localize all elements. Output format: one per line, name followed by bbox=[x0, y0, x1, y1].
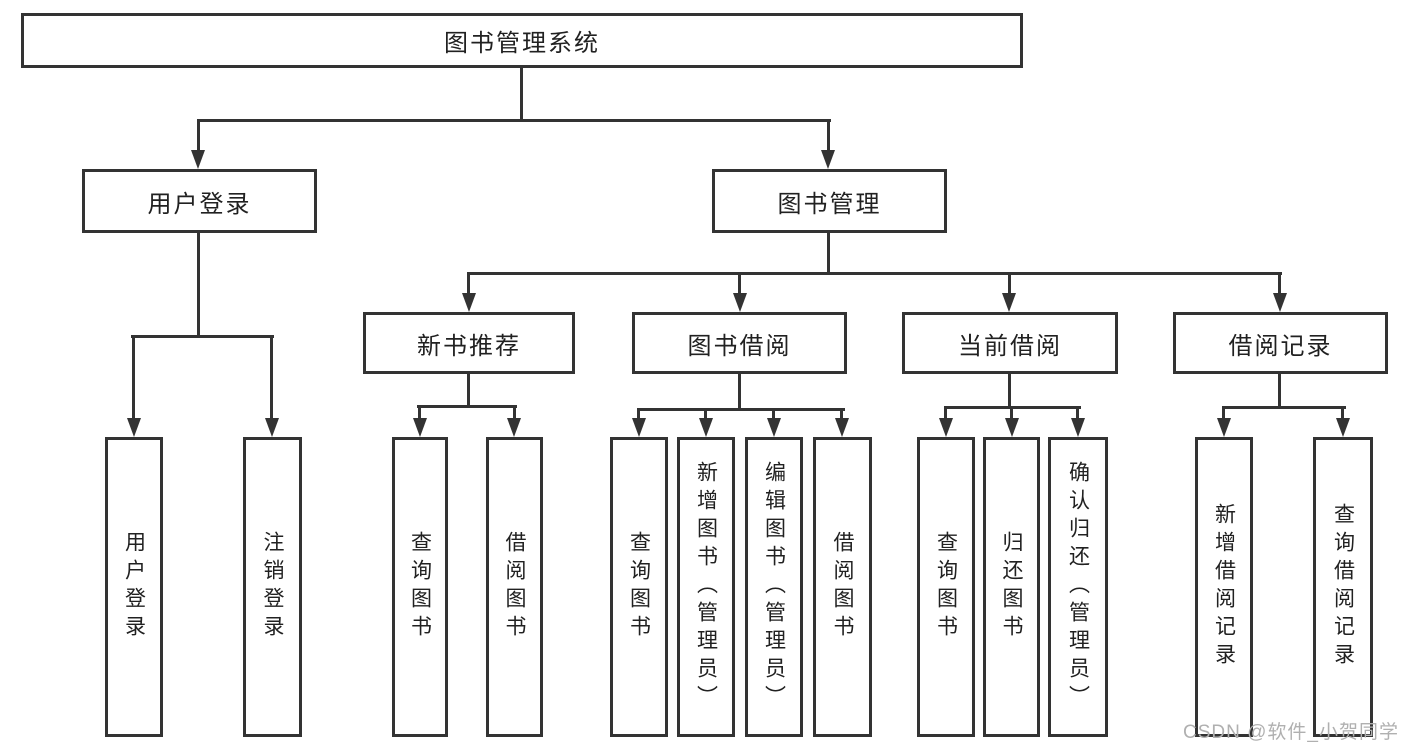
connector-vline bbox=[467, 272, 470, 297]
arrowhead-down-icon bbox=[767, 418, 781, 437]
arrowhead-down-icon bbox=[1336, 418, 1350, 437]
connector-hline bbox=[1222, 406, 1346, 409]
connector-hline bbox=[197, 119, 831, 122]
leaf-records-query-record-label: 查询借阅记录 bbox=[1331, 503, 1355, 671]
connector-vline bbox=[197, 231, 200, 338]
node-book-borrow: 图书借阅 bbox=[632, 312, 847, 374]
node-user-login-label: 用户登录 bbox=[147, 190, 252, 218]
leaf-logout: 注销登录 bbox=[243, 437, 302, 737]
connector-vline bbox=[827, 119, 830, 153]
arrowhead-down-icon bbox=[191, 150, 205, 169]
connector-vline bbox=[418, 405, 421, 421]
node-book-management: 图书管理 bbox=[712, 169, 947, 233]
leaf-records-add-record-label: 新增借阅记录 bbox=[1212, 503, 1236, 671]
connector-vline bbox=[1076, 406, 1079, 421]
arrowhead-down-icon bbox=[632, 418, 646, 437]
leaf-borrow-edit-book-admin: 编辑图书（管理员） bbox=[745, 437, 803, 737]
node-current-borrow-label: 当前借阅 bbox=[958, 332, 1062, 360]
arrowhead-down-icon bbox=[265, 418, 279, 437]
leaf-borrow-borrow-book-label: 借阅图书 bbox=[831, 531, 854, 643]
leaf-records-query-record: 查询借阅记录 bbox=[1313, 437, 1373, 737]
connector-vline bbox=[704, 408, 707, 421]
connector-vline bbox=[944, 406, 947, 421]
arrowhead-down-icon bbox=[939, 418, 953, 437]
leaf-recommend-borrow-book-label: 借阅图书 bbox=[503, 531, 526, 643]
node-new-book-recommend-label: 新书推荐 bbox=[417, 332, 521, 360]
leaf-user-login: 用户登录 bbox=[105, 437, 163, 737]
arrowhead-down-icon bbox=[821, 150, 835, 169]
leaf-borrow-query-book-label: 查询图书 bbox=[627, 531, 651, 643]
leaf-current-return-book-label: 归还图书 bbox=[1000, 531, 1023, 643]
connector-vline bbox=[1008, 272, 1011, 297]
node-borrow-records: 借阅记录 bbox=[1173, 312, 1388, 374]
connector-vline bbox=[513, 405, 516, 421]
leaf-current-confirm-return-admin: 确认归还（管理员） bbox=[1048, 437, 1108, 737]
leaf-recommend-borrow-book: 借阅图书 bbox=[486, 437, 543, 737]
leaf-borrow-borrow-book: 借阅图书 bbox=[813, 437, 872, 737]
connector-hline bbox=[131, 335, 274, 338]
leaf-recommend-query-book: 查询图书 bbox=[392, 437, 448, 737]
leaf-recommend-query-book-label: 查询图书 bbox=[408, 531, 432, 643]
leaf-borrow-edit-book-admin-label: 编辑图书（管理员） bbox=[762, 461, 786, 713]
arrowhead-down-icon bbox=[507, 418, 521, 437]
leaf-borrow-add-book-admin: 新增图书（管理员） bbox=[677, 437, 735, 737]
csdn-watermark: CSDN @软件_小贺同学 bbox=[1183, 722, 1399, 743]
connector-vline bbox=[637, 408, 640, 421]
connector-vline bbox=[467, 374, 470, 408]
arrowhead-down-icon bbox=[462, 293, 476, 312]
connector-vline bbox=[270, 335, 273, 420]
leaf-records-add-record: 新增借阅记录 bbox=[1195, 437, 1253, 737]
node-book-management-label: 图书管理 bbox=[777, 190, 882, 218]
arrowhead-down-icon bbox=[1217, 418, 1231, 437]
connector-vline bbox=[1341, 406, 1344, 421]
connector-vline bbox=[1278, 374, 1281, 408]
node-current-borrow: 当前借阅 bbox=[902, 312, 1118, 374]
arrowhead-down-icon bbox=[1273, 293, 1287, 312]
connector-vline bbox=[738, 272, 741, 297]
leaf-logout-label: 注销登录 bbox=[261, 531, 284, 643]
arrowhead-down-icon bbox=[699, 418, 713, 437]
node-root: 图书管理系统 bbox=[21, 13, 1023, 68]
node-new-book-recommend: 新书推荐 bbox=[363, 312, 575, 374]
connector-vline bbox=[827, 231, 830, 275]
connector-vline bbox=[1278, 272, 1281, 297]
connector-vline bbox=[132, 335, 135, 420]
leaf-current-confirm-return-admin-label: 确认归还（管理员） bbox=[1066, 461, 1090, 713]
leaf-current-query-book: 查询图书 bbox=[917, 437, 975, 737]
arrowhead-down-icon bbox=[1071, 418, 1085, 437]
leaf-borrow-query-book: 查询图书 bbox=[610, 437, 668, 737]
arrowhead-down-icon bbox=[733, 293, 747, 312]
leaf-current-return-book: 归还图书 bbox=[983, 437, 1040, 737]
connector-vline bbox=[197, 119, 200, 153]
node-user-login: 用户登录 bbox=[82, 169, 317, 233]
leaf-borrow-add-book-admin-label: 新增图书（管理员） bbox=[694, 461, 718, 713]
connector-vline bbox=[1008, 374, 1011, 408]
connector-vline bbox=[1010, 406, 1013, 421]
arrowhead-down-icon bbox=[413, 418, 427, 437]
arrowhead-down-icon bbox=[835, 418, 849, 437]
leaf-user-login-label: 用户登录 bbox=[122, 531, 146, 643]
connector-vline bbox=[840, 408, 843, 421]
node-borrow-records-label: 借阅记录 bbox=[1228, 332, 1333, 360]
connector-hline bbox=[468, 272, 1282, 275]
node-root-label: 图书管理系统 bbox=[444, 30, 600, 57]
node-book-borrow-label: 图书借阅 bbox=[687, 332, 792, 360]
arrowhead-down-icon bbox=[127, 418, 141, 437]
arrowhead-down-icon bbox=[1005, 418, 1019, 437]
connector-vline bbox=[772, 408, 775, 421]
connector-hline bbox=[637, 408, 845, 411]
connector-vline bbox=[1222, 406, 1225, 421]
connector-hline bbox=[417, 405, 517, 408]
connector-vline bbox=[738, 374, 741, 411]
connector-vline bbox=[520, 68, 523, 122]
arrowhead-down-icon bbox=[1002, 293, 1016, 312]
leaf-current-query-book-label: 查询图书 bbox=[934, 531, 958, 643]
